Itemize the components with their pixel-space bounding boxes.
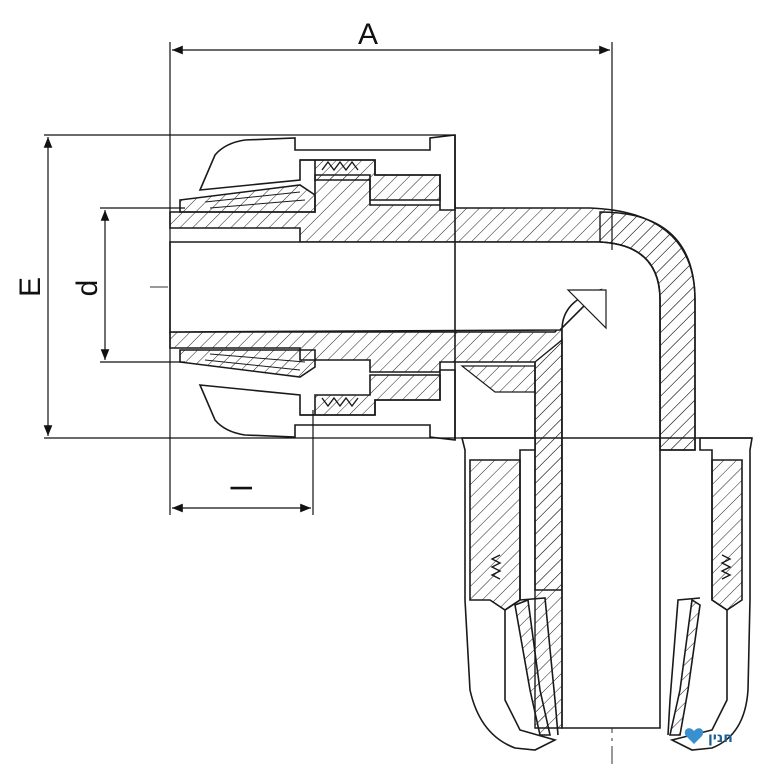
dimension-l-label: l xyxy=(226,485,259,492)
dimension-d-label: d xyxy=(71,280,104,297)
dimension-E: E xyxy=(14,137,53,436)
elbow-body xyxy=(169,174,696,729)
dimension-A: A xyxy=(172,18,610,55)
left-nut xyxy=(179,134,456,441)
brand-logo: חנין xyxy=(684,728,733,746)
bottom-nut xyxy=(460,437,753,751)
dimension-lines xyxy=(44,42,613,515)
logo-text: חנין xyxy=(708,730,733,746)
heart-icon xyxy=(684,728,704,744)
dimension-E-label: E xyxy=(14,277,47,297)
dimension-d: d xyxy=(71,210,110,360)
dimension-A-label: A xyxy=(358,18,378,51)
dimension-l: l xyxy=(172,485,311,513)
